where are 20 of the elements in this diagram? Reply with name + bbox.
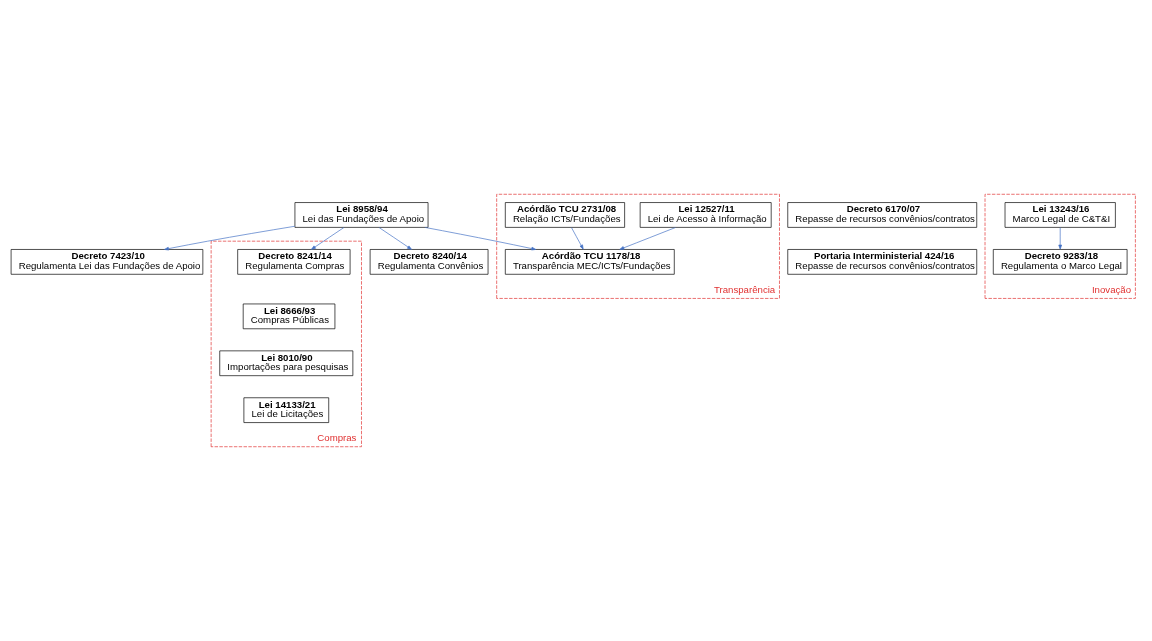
node-box: Acórdão TCU 2731/08 Relação ICTs/Fundações — [504, 202, 625, 228]
arrow — [1058, 227, 1062, 250]
node-box: Lei 8666/93 Compras Públicas — [242, 303, 336, 330]
arrow — [164, 225, 296, 251]
node-box: Decreto 9283/18 Regulamenta o Marco Legal — [992, 249, 1128, 275]
node-box: Lei 8010/90 Importações para pesquisas — [219, 350, 354, 377]
arrow — [424, 227, 537, 251]
node-box: Portaria Interministerial 424/16 Repasse de recursos convênios/contratos — [787, 249, 978, 275]
node-box: Acórdão TCU 1178/18 Transparência MEC/ICTs/Fundações — [504, 249, 675, 275]
node-box: Decreto 8241/14 Regulamenta Compras — [237, 249, 351, 275]
node-box: Lei 13243/16 Marco Legal de C&T&I — [1004, 202, 1116, 228]
node-box: Decreto 7423/10 Regulamenta Lei das Fundações de Apoio — [10, 249, 204, 275]
arrow — [378, 227, 412, 250]
node-box: Lei 14133/21 Lei de Licitações — [243, 397, 330, 423]
node-box: Decreto 6170/07 Repasse de recursos convênios/contratos — [787, 202, 978, 228]
node-box: Lei 8958/94 Lei das Fundações de Apoio — [294, 202, 429, 228]
node-box: Lei 12527/11 Lei de Acesso à Informação — [639, 202, 772, 228]
arrow — [619, 227, 676, 250]
arrow — [571, 227, 584, 250]
node-box: Decreto 8240/14 Regulamenta Convênios — [369, 249, 489, 275]
